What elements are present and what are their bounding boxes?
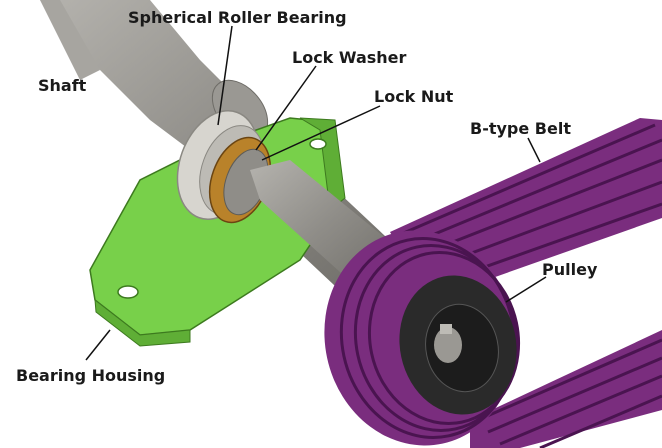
label-spherical-roller-bearing: Spherical Roller Bearing [128,8,347,27]
leader-bearing-housing [85,329,111,361]
leader-b-type-belt [527,137,541,163]
leader-spherical-roller-bearing [217,25,233,126]
belt-lower-run [470,330,662,448]
label-lock-nut: Lock Nut [374,87,454,106]
label-bearing-housing: Bearing Housing [16,366,166,385]
label-b-type-belt: B-type Belt [470,119,571,138]
leader-lock-washer [255,65,317,151]
leader-lock-nut [261,105,381,161]
label-shaft: Shaft [38,76,87,95]
label-pulley: Pulley [542,260,598,279]
label-lock-washer: Lock Washer [292,48,407,67]
leader-lines [85,25,547,361]
leader-pulley [505,276,547,303]
pulley-body [324,230,521,446]
lock-nut-body [208,136,272,224]
